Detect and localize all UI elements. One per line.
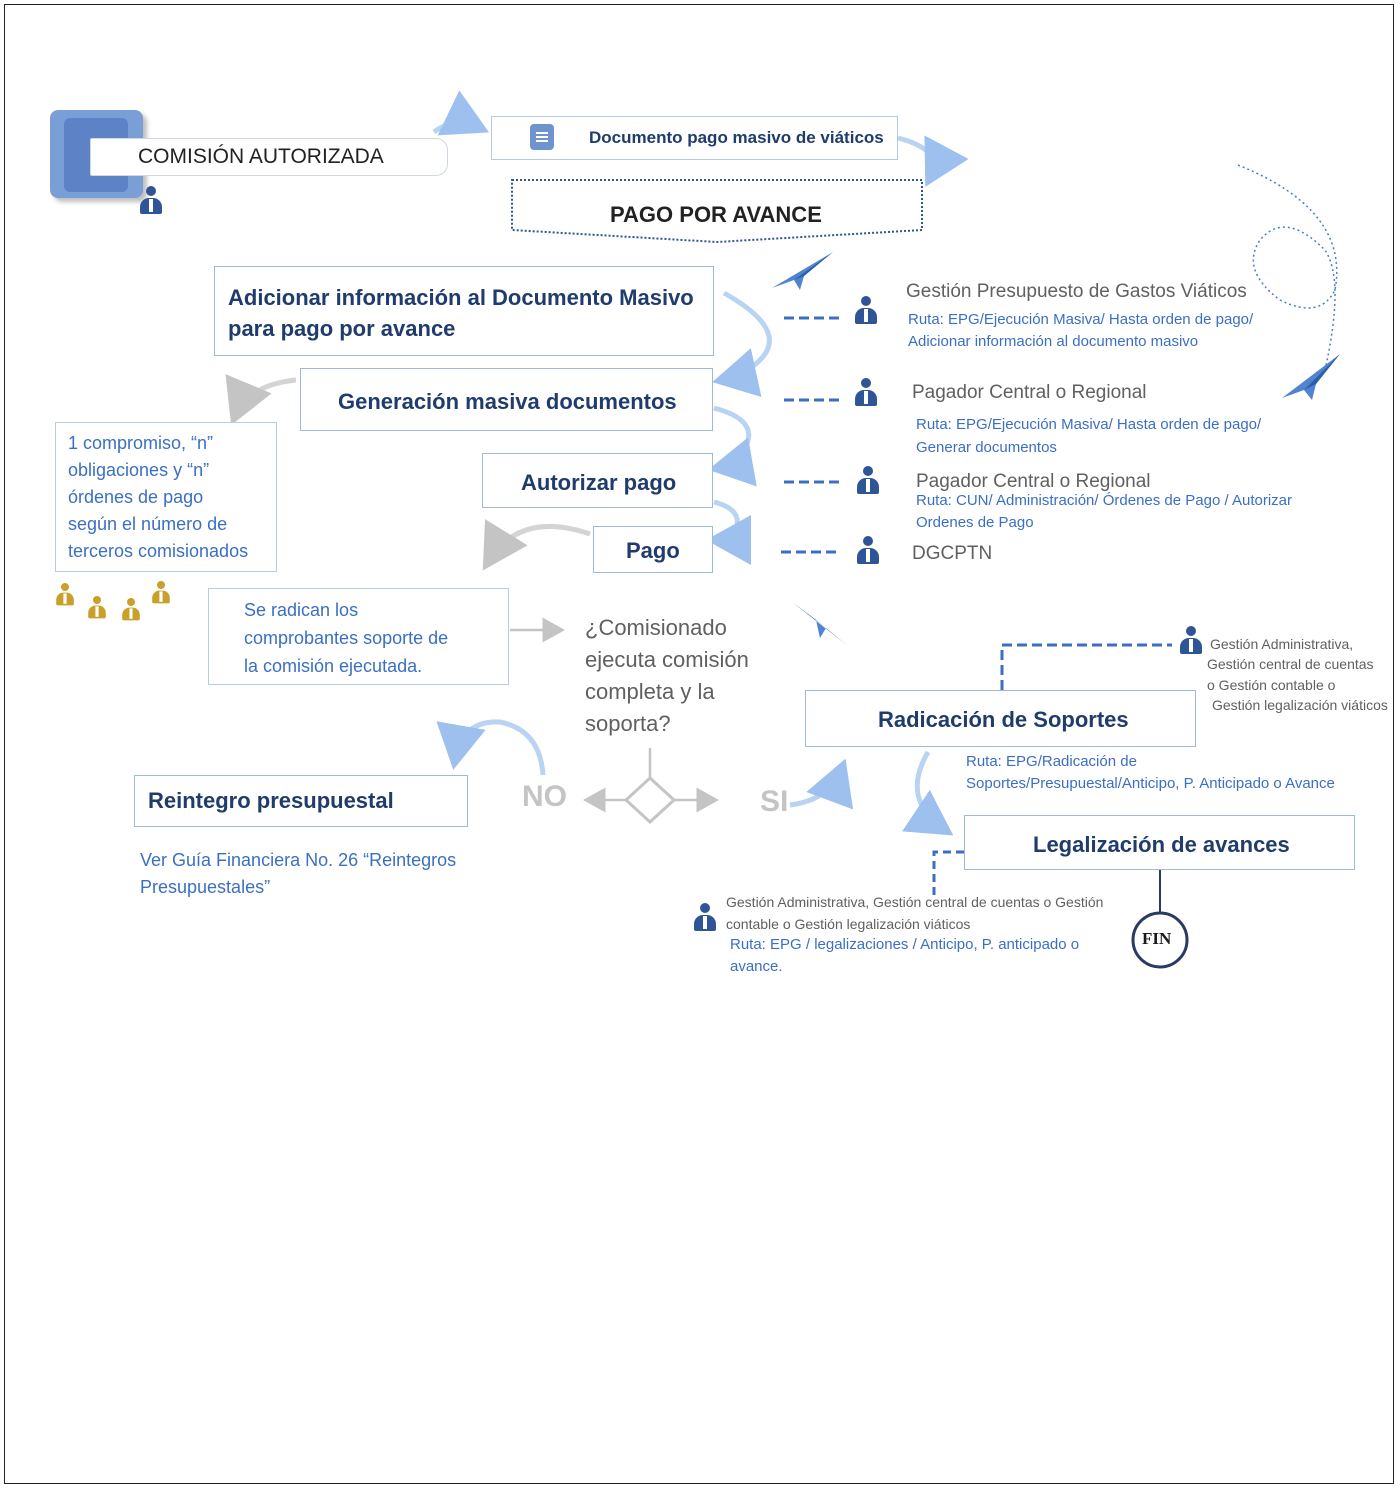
arrow-generacion-to-autorizar: [708, 405, 757, 487]
person-icon: [151, 581, 172, 605]
decision-line2: ejecuta comisión: [585, 647, 749, 672]
arrow-no-to-reintegro: [436, 719, 546, 776]
note-reintegro-line2: Presupuestales”: [140, 877, 271, 897]
step-pago-label: Pago: [626, 538, 680, 563]
step-generacion: [300, 368, 713, 431]
step-reintegro: [134, 775, 468, 827]
arrow-si-to-radicacion: [789, 758, 854, 810]
arrow-pago-to-left: [482, 519, 591, 571]
step-autorizar: [482, 453, 713, 508]
note-reintegro-line1: Ver Guía Financiera No. 26 “Reintegros: [140, 850, 457, 870]
note-radican: [208, 588, 509, 685]
document-label: Documento pago masivo de viáticos: [589, 128, 884, 147]
decision-si-label: SI: [760, 785, 789, 818]
role-adicionar-ruta2: Adicionar información al documento masiv…: [908, 333, 1199, 350]
paper-plane-icon: [1282, 354, 1340, 400]
person-icon: [1178, 626, 1204, 656]
arrow-radicacion-to-legalizacion: [902, 750, 954, 836]
step-radicacion-label: Radicación de Soportes: [878, 707, 1129, 732]
person-icon: [121, 598, 142, 622]
role-legalizacion-line1: Gestión Administrativa, Gestión central …: [726, 894, 1104, 910]
person-icon: [55, 583, 76, 607]
role-radicacion-ruta2: Soportes/Presupuestal/Anticipo, P. Antic…: [966, 775, 1335, 792]
note-radican-line3: la comisión ejecutada.: [244, 656, 423, 676]
step-pago: [593, 526, 713, 573]
note-compromiso-line4: según el número de: [68, 514, 228, 534]
role-adicionar-name: Gestión Presupuesto de Gastos Viáticos: [906, 281, 1247, 302]
decision-line3: completa y la: [585, 679, 715, 704]
role-legalizacion-ruta1: Ruta: EPG / legalizaciones / Anticipo, P…: [730, 936, 1080, 953]
step-adicionar-line2: para pago por avance: [228, 316, 456, 341]
role-adicionar-ruta1: Ruta: EPG/Ejecución Masiva/ Hasta orden …: [908, 311, 1254, 328]
step-legalizacion: [964, 815, 1355, 870]
person-icon: [853, 296, 879, 326]
start-label: COMISIÓN AUTORIZADA: [138, 145, 384, 168]
step-adicionar-line1: Adicionar información al Documento Masiv…: [228, 285, 694, 310]
banner-label: PAGO POR AVANCE: [610, 202, 822, 227]
arrow-autorizar-to-pago: [706, 499, 752, 565]
person-icon: [87, 596, 108, 620]
arrow-start-to-document: [432, 90, 490, 136]
step-reintegro-label: Reintegro presupuestal: [148, 788, 394, 813]
role-autorizar-ruta2: Ordenes de Pago: [916, 514, 1034, 531]
role-radicacion-line1: Gestión Administrativa,: [1210, 636, 1354, 652]
step-generacion-label: Generación masiva documentos: [338, 389, 677, 414]
paper-plane-icon: [772, 252, 833, 290]
decorative-dotted-loop: [1237, 164, 1338, 371]
step-autorizar-label: Autorizar pago: [521, 470, 677, 495]
decision-line4: soporta?: [585, 711, 671, 736]
document-icon: [530, 124, 554, 150]
step-legalizacion-label: Legalización de avances: [1033, 832, 1290, 857]
role-autorizar-ruta1: Ruta: CUN/ Administración/ Órdenes de Pa…: [916, 492, 1293, 509]
note-radican-line2: comprobantes soporte de: [244, 628, 449, 648]
role-radicacion-line3: o Gestión contable o: [1207, 677, 1336, 693]
decision-diamond: [623, 775, 677, 825]
role-pago-name: DGCPTN: [912, 543, 993, 564]
role-generacion-ruta1: Ruta: EPG/Ejecución Masiva/ Hasta orden …: [916, 416, 1262, 433]
arrow-adicionar-to-generacion: [712, 290, 772, 397]
step-adicionar: [214, 266, 714, 356]
role-radicacion-line4: Gestión legalización viáticos: [1212, 697, 1388, 713]
page-border: [4, 4, 1394, 1484]
note-compromiso: [55, 422, 277, 572]
role-legalizacion-line2: contable o Gestión legalización viáticos: [726, 916, 971, 932]
decision-no-label: NO: [522, 780, 567, 813]
person-icon: [855, 536, 881, 566]
note-compromiso-line3: órdenes de pago: [68, 487, 204, 507]
role-generacion-ruta2: Generar documentos: [916, 439, 1057, 456]
end-label: FIN: [1142, 929, 1172, 948]
role-radicacion-ruta1: Ruta: EPG/Radicación de: [966, 753, 1137, 770]
role-autorizar-name: Pagador Central o Regional: [916, 471, 1151, 492]
paper-plane-icon: [792, 602, 848, 646]
banner-pago-por-avance: [511, 179, 923, 244]
note-compromiso-line2: obligaciones y “n”: [68, 460, 210, 480]
note-compromiso-line1: 1 compromiso, “n”: [68, 433, 214, 453]
person-icon: [855, 466, 881, 496]
step-radicacion: [805, 690, 1196, 747]
note-compromiso-line5: terceros comisionados: [68, 541, 249, 561]
person-icon: [853, 378, 879, 408]
person-icon: [138, 186, 164, 216]
person-icon: [692, 903, 718, 933]
arrow-document-to-banner: [897, 135, 969, 187]
arrow-generacion-to-compromiso: [225, 374, 297, 426]
document-node: [491, 116, 898, 160]
start-node: [90, 138, 448, 176]
fin-circle: [1131, 911, 1189, 969]
decision-line1: ¿Comisionado: [585, 615, 727, 640]
role-radicacion-line2: Gestión central de cuentas: [1207, 656, 1374, 672]
role-generacion-name: Pagador Central o Regional: [912, 382, 1147, 403]
role-legalizacion-ruta2: avance.: [730, 958, 783, 975]
note-radican-line1: Se radican los: [244, 600, 359, 620]
